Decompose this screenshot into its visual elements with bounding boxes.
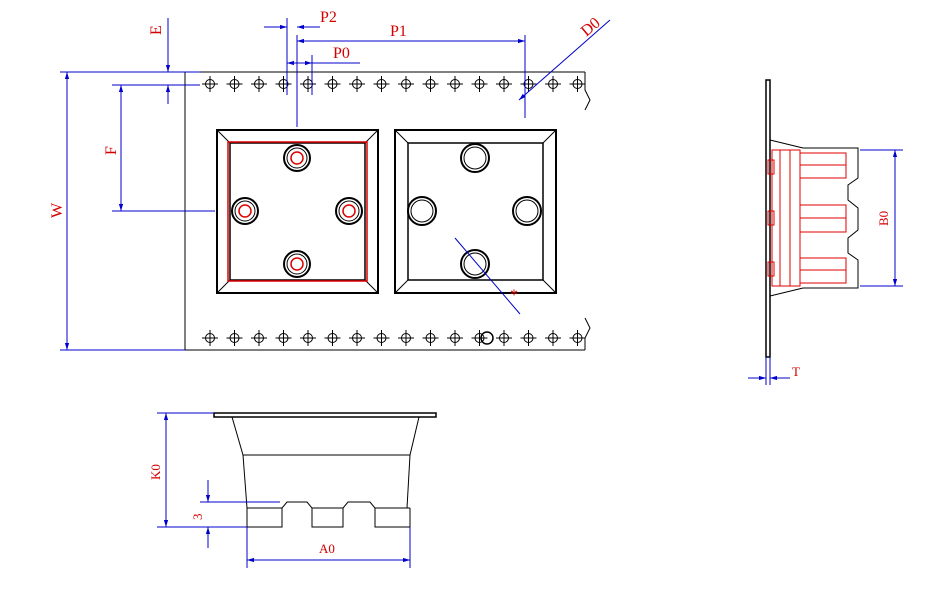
dim-label-a0: A0 [319, 541, 335, 556]
sprocket-hole-row-top [202, 76, 586, 92]
pin1-indicator-line [454, 237, 521, 315]
front-view: K0 3 A0 [148, 412, 437, 568]
dim-label-b0: B0 [876, 211, 891, 226]
side-view-component [767, 149, 847, 287]
pocket-2 [394, 129, 557, 294]
pocket-1-inner-red-outline [227, 141, 368, 282]
dim-label-w: W [49, 202, 66, 218]
dim-label-p1: P1 [390, 23, 407, 40]
tape-outline [184, 71, 591, 351]
dim-label-d0: D0 [578, 14, 604, 40]
dim-label-3: 3 [190, 514, 205, 521]
dim-label-p2: P2 [320, 9, 337, 26]
dim-label-f: F [103, 146, 120, 155]
top-view-dimensions [60, 18, 611, 351]
dim-label-e: E [148, 25, 165, 35]
side-view: B0 T [748, 79, 903, 385]
sprocket-hole-row-bottom [202, 330, 586, 346]
side-view-body [765, 79, 859, 358]
dim-label-k0: K0 [148, 464, 163, 480]
pocket-2-pads [407, 143, 542, 279]
side-view-dimensions [748, 149, 903, 385]
front-view-body [213, 412, 437, 528]
dim-label-p0: P0 [333, 45, 350, 62]
pocket-1 [216, 129, 379, 294]
front-view-dimensions [157, 412, 411, 568]
top-view: * [49, 9, 611, 351]
sprocket-hole-marked [480, 331, 494, 345]
pocket-1-pads [231, 144, 363, 278]
pin1-star-label: * [510, 287, 518, 304]
dim-label-t: T [792, 364, 800, 379]
